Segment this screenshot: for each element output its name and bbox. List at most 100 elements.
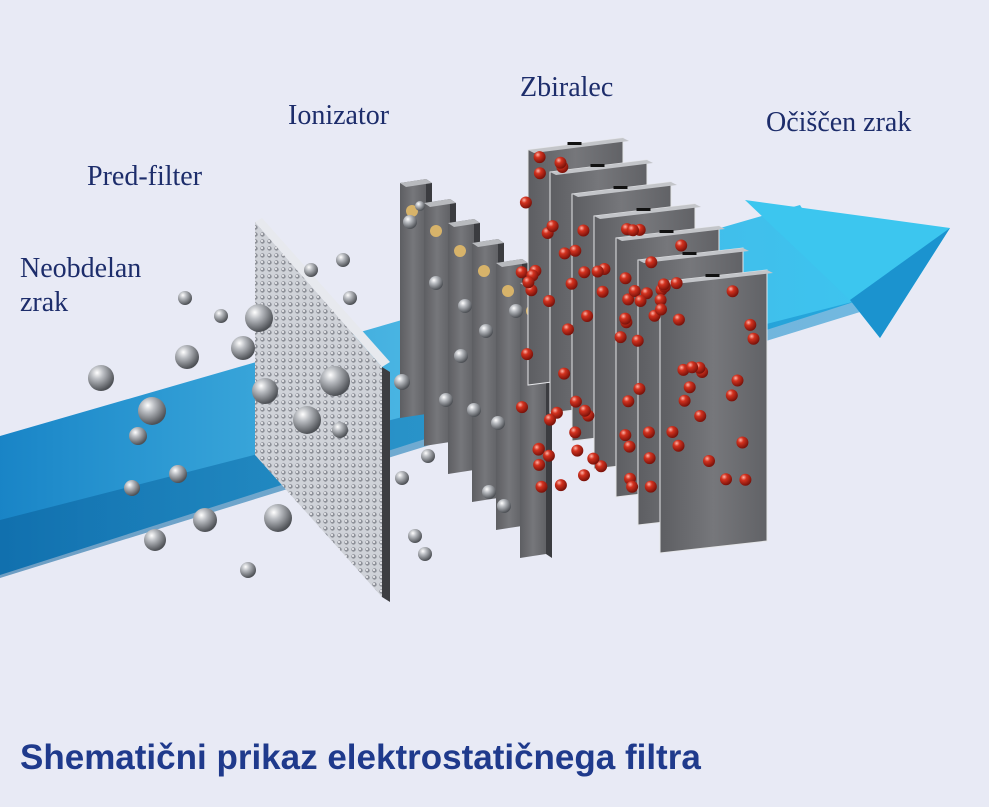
charged-particle (725, 389, 738, 402)
dust-particle (497, 499, 511, 513)
dust-particle (178, 291, 192, 305)
charged-particle (554, 156, 567, 169)
dust-particle (193, 508, 217, 532)
charged-particle (628, 285, 641, 297)
charged-particle (634, 295, 647, 307)
charged-particle (642, 426, 655, 439)
dust-particle (458, 299, 472, 313)
dust-particle (394, 374, 410, 390)
charged-particle (578, 404, 591, 417)
charged-particle (645, 256, 658, 269)
charged-particle (627, 224, 639, 237)
charged-particle (533, 458, 546, 471)
dust-particle (214, 309, 228, 323)
prefilter-label: Pred-filter (87, 161, 203, 192)
dust-particle (144, 529, 166, 551)
charged-particle (595, 460, 608, 473)
charged-particle (569, 244, 582, 257)
charged-particle (744, 318, 757, 331)
raw-air-label-line1: Neobdelan (20, 253, 142, 284)
charged-particle (672, 313, 685, 326)
charged-particle (535, 480, 548, 493)
dust-particle (509, 304, 523, 318)
dust-particle (124, 480, 140, 496)
charged-particle (747, 332, 760, 345)
charged-particle (654, 294, 667, 306)
dust-particle (429, 276, 443, 290)
dust-particle (408, 529, 422, 543)
dust-particle (264, 504, 292, 532)
dust-particle (415, 201, 425, 211)
charged-particle (694, 410, 707, 422)
charged-particle (516, 401, 528, 414)
diagram-caption: Shematični prikaz elektrostatičnega filt… (20, 738, 701, 777)
ionizer-label: Ionizator (288, 100, 390, 131)
electrode-icon (502, 285, 514, 297)
electrode-icon (454, 245, 466, 257)
charged-particle (533, 151, 546, 164)
charged-particle (614, 331, 627, 344)
charged-particle (622, 293, 635, 306)
charged-particle (686, 361, 699, 374)
raw-particles (88, 201, 523, 578)
charged-particle (569, 395, 582, 408)
charged-particle (622, 395, 635, 408)
dust-particle (240, 562, 256, 578)
charged-particle (619, 429, 632, 442)
charged-particle (643, 452, 656, 465)
dust-particle (169, 465, 187, 483)
charged-particle (515, 266, 528, 279)
charged-particle (571, 444, 584, 457)
dust-particle (252, 378, 278, 404)
charged-particle (666, 426, 679, 438)
charged-particle (633, 382, 646, 395)
charged-particle (670, 277, 683, 290)
charged-particle (581, 310, 594, 322)
dust-particle (491, 416, 505, 430)
charged-particle (565, 277, 578, 290)
charged-particle (623, 440, 636, 453)
dust-particle (138, 397, 166, 425)
dust-particle (479, 324, 493, 338)
electrode-icon (430, 225, 442, 237)
charged-particle (596, 285, 609, 298)
dust-particle (336, 253, 350, 267)
dust-particle (88, 365, 114, 391)
charged-particle (587, 452, 600, 465)
charged-particle (672, 439, 685, 452)
charged-particle (626, 480, 639, 493)
charged-particle (578, 469, 590, 482)
charged-particle (703, 455, 715, 467)
charged-particle (522, 276, 535, 289)
dust-particle (129, 427, 147, 445)
charged-particle (655, 303, 667, 316)
dust-particle (245, 304, 273, 332)
collector-plate (659, 269, 773, 554)
dust-particle (332, 422, 348, 438)
charged-particle (736, 436, 749, 449)
charged-particle (739, 473, 752, 486)
charged-particle (619, 272, 632, 285)
dust-particle (395, 471, 409, 485)
charged-particles (515, 151, 760, 493)
charged-particle (521, 348, 534, 361)
charged-particle (678, 394, 691, 407)
charged-particle (546, 220, 559, 233)
dust-particle (418, 547, 432, 561)
charged-particle (644, 480, 657, 493)
charged-particle (619, 312, 632, 325)
charged-particle (726, 285, 739, 298)
charged-particle (558, 367, 571, 380)
charged-particle (657, 278, 670, 291)
charged-particle (731, 374, 744, 387)
raw-air-label-line2: zrak (20, 287, 69, 318)
raw-air-label: Neobdelan zrak (20, 252, 141, 320)
charged-particle (578, 266, 591, 279)
dust-particle (454, 349, 468, 363)
charged-particle (533, 167, 546, 180)
charged-particle (554, 479, 567, 492)
dust-particle (421, 449, 435, 463)
charged-particle (542, 449, 555, 462)
dust-particle (293, 406, 321, 434)
